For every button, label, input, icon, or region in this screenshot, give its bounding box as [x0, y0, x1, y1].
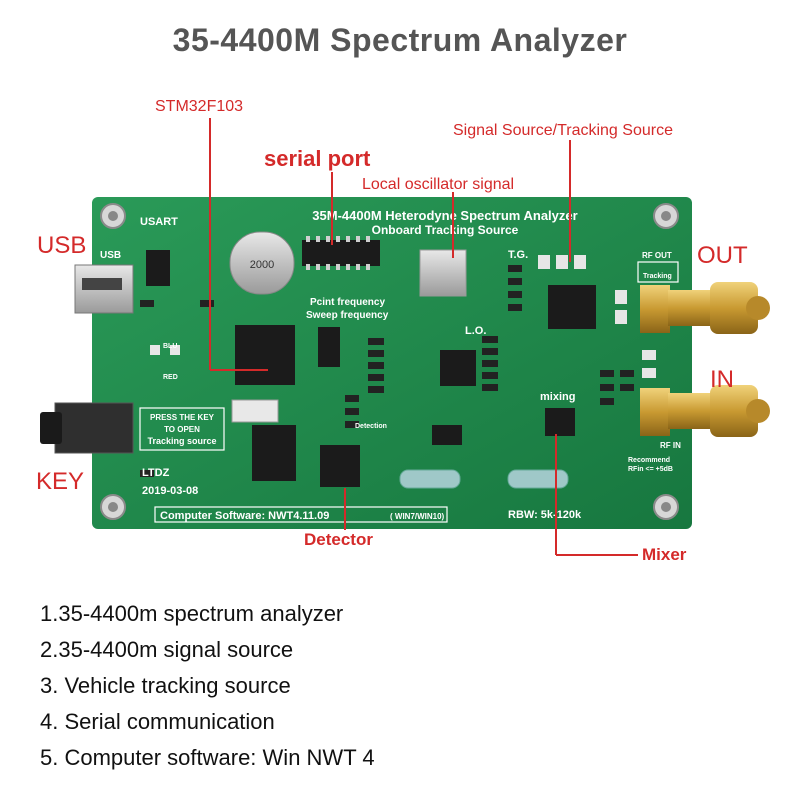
- board-maker: LTDZ: [142, 467, 170, 479]
- board-lo: L.O.: [465, 325, 486, 337]
- feature-item: 2.35-4400m signal source: [40, 637, 294, 662]
- board-software: Computer Software: NWT4.11.09: [160, 510, 329, 522]
- serial-port-callout: serial port: [264, 146, 371, 171]
- board-key-note-3: Tracking source: [147, 436, 216, 446]
- board-led-red: RED: [163, 374, 178, 381]
- in-callout: IN: [710, 366, 734, 393]
- usb-connector: [74, 264, 134, 314]
- out-callout: OUT: [697, 242, 748, 269]
- sma-in-connector: [640, 385, 770, 437]
- board-led-blu: BLU: [163, 343, 177, 350]
- board-rf-in: RF IN: [660, 441, 681, 450]
- oscillator-can: [419, 249, 467, 297]
- board-tracking: Tracking: [643, 273, 672, 280]
- board-software-os: ( WIN7/WIN10): [390, 512, 445, 521]
- feature-item: 3. Vehicle tracking source: [40, 673, 291, 698]
- board-tg: T.G.: [508, 249, 528, 261]
- source-chip: [548, 285, 596, 329]
- smd-components: [140, 265, 634, 477]
- board-heading-1: 35M-4400M Heterodyne Spectrum Analyzer: [312, 208, 577, 223]
- lo-chip: [440, 350, 476, 386]
- mcu-callout: STM32F103: [155, 98, 244, 115]
- detector-chip: [320, 445, 360, 487]
- mcu-chip: [235, 325, 295, 385]
- serial-chip: [302, 240, 380, 266]
- relay: [231, 399, 279, 423]
- feature-list: 1.35-4400m spectrum analyzer 2.35-4400m …: [40, 598, 375, 778]
- page-title: 35-4400M Spectrum Analyzer: [172, 22, 628, 58]
- feature-item: 1.35-4400m spectrum analyzer: [40, 601, 344, 626]
- detector-callout: Detector: [304, 530, 373, 549]
- board-heading-2: Onboard Tracking Source: [372, 223, 519, 237]
- callout-lines: [209, 118, 638, 556]
- local-oscillator-callout: Local oscillator signal: [362, 176, 515, 193]
- board-usart: USART: [140, 216, 178, 228]
- usb-callout: USB: [37, 232, 87, 259]
- board-usb: USB: [100, 250, 121, 261]
- feature-item: 5. Computer software: Win NWT 4: [40, 745, 375, 770]
- crystal: 2000: [229, 231, 295, 295]
- board-rfin-limit: RFin <= +5dB: [628, 466, 673, 473]
- board-detection: Detection: [355, 423, 387, 430]
- board-key-note-2: TO OPEN: [164, 425, 200, 434]
- pcb-board: [92, 197, 692, 529]
- board-point-freq: Pcint frequency: [310, 297, 385, 308]
- mixer-callout: Mixer: [642, 545, 687, 564]
- feature-item: 4. Serial communication: [40, 709, 275, 734]
- board-sweep-freq: Sweep frequency: [306, 310, 389, 321]
- mixer-chip: [545, 408, 575, 436]
- push-button: [40, 402, 134, 454]
- board-mixing: mixing: [540, 391, 575, 403]
- crystal-text: 2000: [250, 259, 274, 271]
- ic-chips: [146, 240, 596, 487]
- board-rbw: RBW: 5k-120k: [508, 509, 582, 521]
- board-recommend: Recommend: [628, 457, 670, 464]
- sma-out-connector: [640, 282, 770, 334]
- signal-source-callout: Signal Source/Tracking Source: [453, 122, 673, 139]
- board-key-note-1: PRESS THE KEY: [150, 413, 215, 422]
- key-callout: KEY: [36, 468, 85, 495]
- board-rf-out: RF OUT: [642, 251, 672, 260]
- inductors: [399, 469, 569, 489]
- board-date: 2019-03-08: [142, 485, 198, 497]
- mounting-holes: [100, 203, 679, 520]
